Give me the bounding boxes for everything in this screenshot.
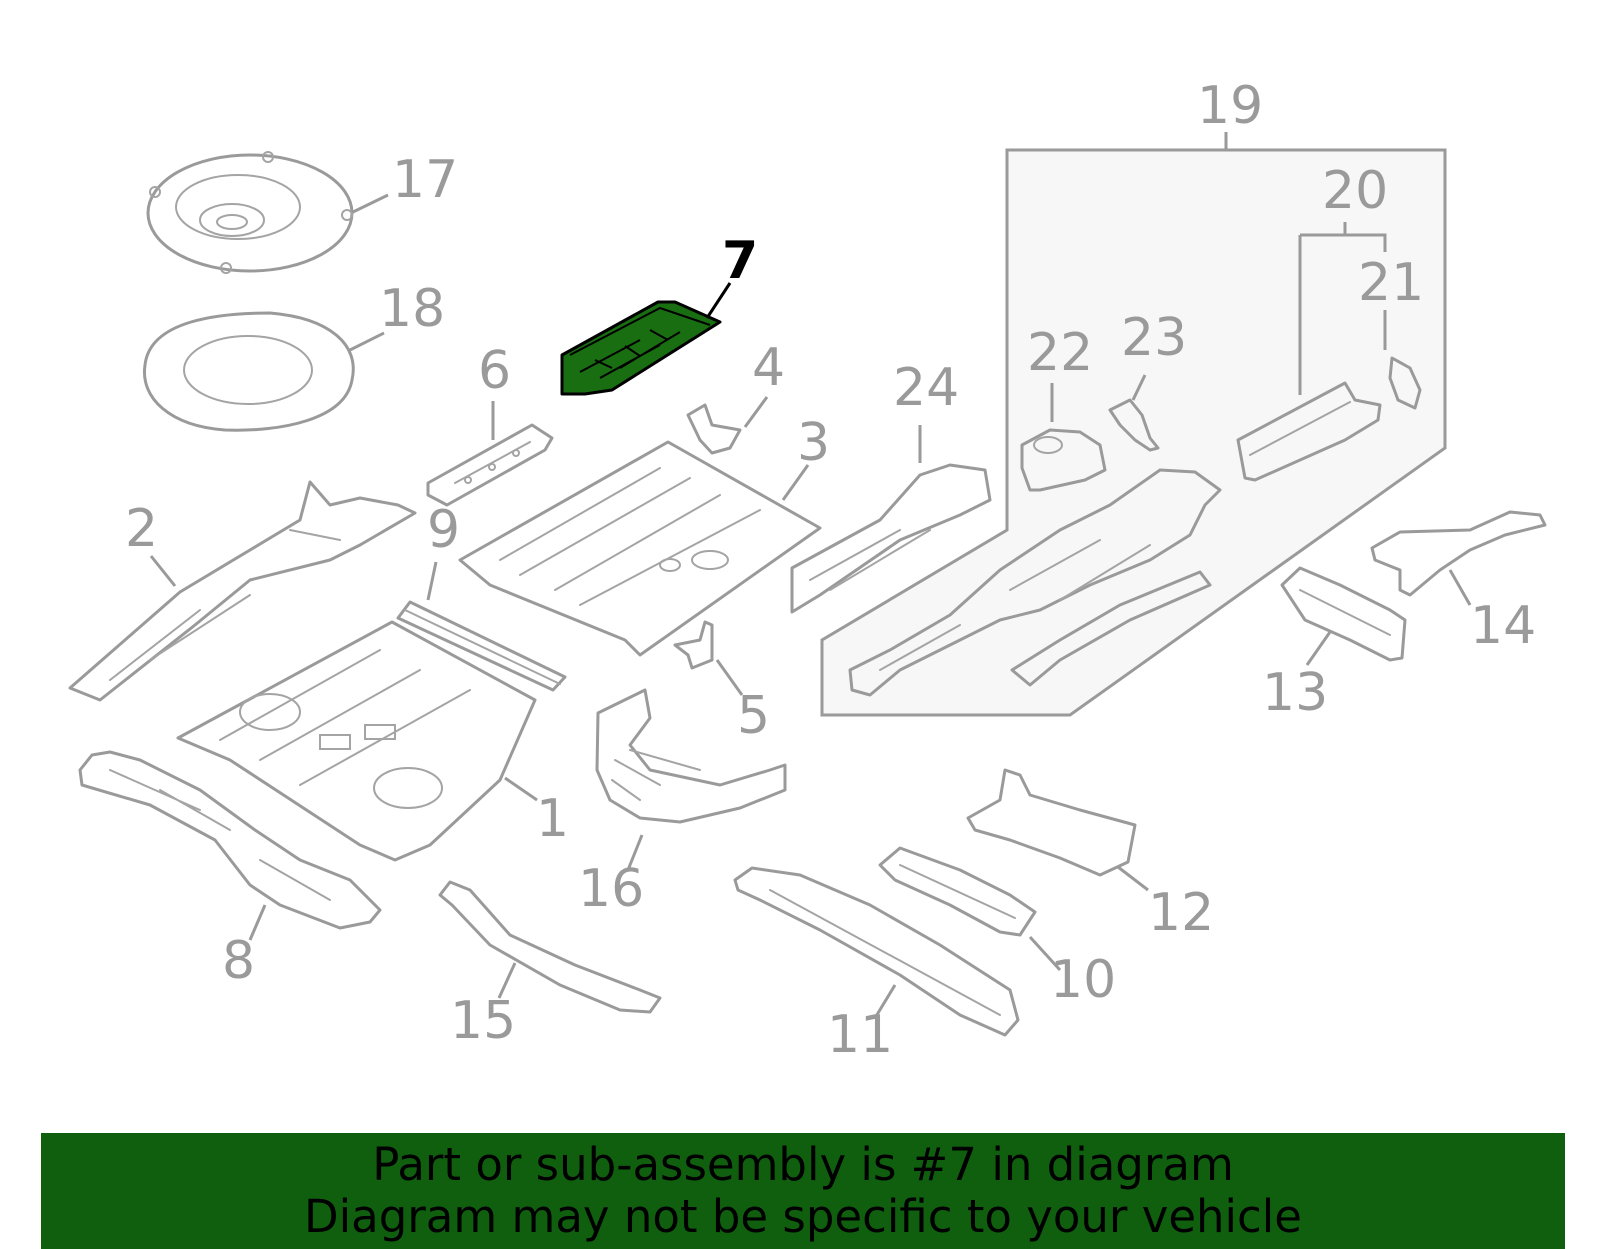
part-11[interactable] xyxy=(733,866,1020,1037)
part-8-rear-rail[interactable] xyxy=(78,750,382,930)
label-11: 11 xyxy=(827,1005,893,1065)
part-21-bracket[interactable] xyxy=(1388,356,1422,410)
label-2: 2 xyxy=(125,499,158,559)
part-15[interactable] xyxy=(438,880,662,1014)
banner-line-1: Part or sub-assembly is #7 in diagram xyxy=(372,1138,1234,1191)
banner-line-2: Diagram may not be specific to your vehi… xyxy=(304,1190,1302,1243)
label-10: 10 xyxy=(1050,950,1116,1010)
info-banner: Part or sub-assembly is #7 in diagram Di… xyxy=(41,1133,1565,1249)
label-23: 23 xyxy=(1121,308,1187,368)
label-21: 21 xyxy=(1358,253,1424,313)
part-24[interactable] xyxy=(790,463,992,614)
part-2[interactable] xyxy=(68,480,417,702)
label-17: 17 xyxy=(392,150,458,210)
label-1: 1 xyxy=(536,789,569,849)
label-13: 13 xyxy=(1262,663,1328,723)
label-24: 24 xyxy=(893,358,959,418)
part-7-highlighted[interactable] xyxy=(560,300,722,396)
label-16: 16 xyxy=(578,859,644,919)
part-5[interactable] xyxy=(673,620,714,670)
lower-rail[interactable] xyxy=(1010,570,1212,687)
group-box-19 xyxy=(820,132,1447,717)
part-17-speaker[interactable] xyxy=(146,151,354,274)
part-9-strip[interactable] xyxy=(396,600,567,692)
label-4: 4 xyxy=(752,338,785,398)
part-20-channel[interactable] xyxy=(1236,381,1382,482)
part-16-wheelhouse[interactable] xyxy=(595,688,787,824)
callout-labels: 17 18 7 6 4 3 2 9 5 1 16 8 15 11 10 12 1… xyxy=(125,76,1536,1065)
label-7: 7 xyxy=(722,231,758,291)
label-20: 20 xyxy=(1322,161,1388,221)
frame-rail-assembly[interactable] xyxy=(848,468,1222,697)
label-3: 3 xyxy=(797,413,830,473)
part-14[interactable] xyxy=(1370,510,1547,597)
label-15: 15 xyxy=(450,991,516,1051)
leader-lines xyxy=(149,193,1472,1019)
part-1-rear-floor[interactable] xyxy=(176,620,537,862)
part-22[interactable] xyxy=(1020,428,1107,492)
label-9: 9 xyxy=(427,500,460,560)
label-6: 6 xyxy=(478,341,511,401)
label-5: 5 xyxy=(737,686,770,746)
label-19: 19 xyxy=(1197,76,1263,136)
part-18-gasket[interactable] xyxy=(142,311,355,432)
label-8: 8 xyxy=(222,931,255,991)
part-13[interactable] xyxy=(1280,566,1407,662)
part-12[interactable] xyxy=(966,768,1137,877)
label-22: 22 xyxy=(1027,323,1093,383)
label-12: 12 xyxy=(1148,883,1214,943)
part-4[interactable] xyxy=(686,403,742,455)
label-18: 18 xyxy=(379,279,445,339)
part-23[interactable] xyxy=(1108,398,1160,452)
part-6[interactable] xyxy=(426,423,554,507)
label-14: 14 xyxy=(1470,596,1536,656)
part-10[interactable] xyxy=(878,846,1037,937)
part-3-floor-panel[interactable] xyxy=(458,440,822,657)
